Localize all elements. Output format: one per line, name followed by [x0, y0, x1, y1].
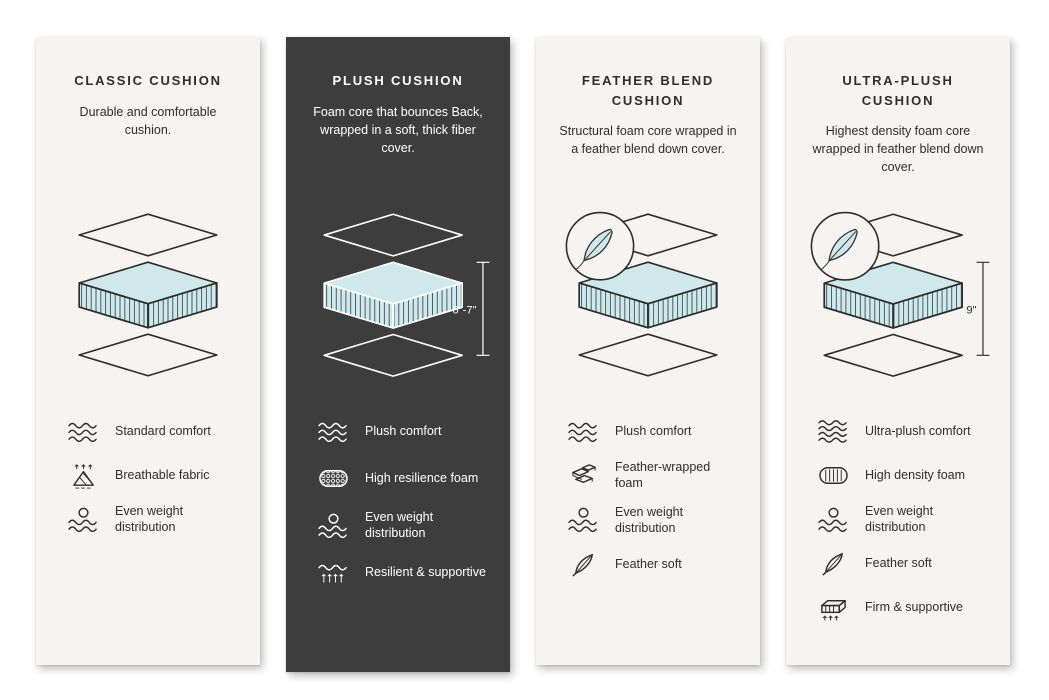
feature-row: Firm & supportive [816, 592, 992, 624]
feature-label: Even weight distribution [365, 510, 434, 541]
cushion-illustration [54, 183, 242, 409]
brick-foam-icon [566, 461, 602, 490]
feature-label: Plush comfort [365, 423, 442, 438]
feature-label: Ultra-plush comfort [865, 423, 971, 438]
card-description: Durable and comfortable cushion. [79, 104, 217, 137]
card-ultra-plush-cushion: ULTRA-PLUSH CUSHION Highest density foam… [786, 37, 1010, 665]
feature-label: Feather soft [615, 556, 682, 571]
feature-row: Even weight distribution [816, 503, 992, 536]
feature-label: Resilient & supportive [365, 565, 486, 580]
breathable-fabric-icon [66, 461, 102, 490]
features-list: Plush comfort High resilience foam Even … [304, 415, 492, 589]
card-classic-cushion: CLASSIC CUSHION Durable and comfortable … [36, 37, 260, 665]
cushion-layers-graphic: 9" [810, 211, 990, 377]
feature-label: Standard comfort [115, 423, 211, 438]
card-title: PLUSH CUSHION [332, 73, 464, 88]
features-list: Standard comfort Breathable fabric [54, 415, 242, 536]
feather-soft-icon [566, 550, 602, 579]
waves-comfort-icon [316, 417, 352, 446]
feature-label: Firm & supportive [865, 600, 963, 615]
feature-label: High density foam [865, 467, 966, 482]
cushion-layers-graphic: 6"-7" [323, 213, 490, 377]
feature-row: High density foam [816, 459, 992, 491]
card-title: FEATHER BLEND CUSHION [581, 73, 715, 108]
card-header: ULTRA-PLUSH CUSHION Highest density foam… [804, 71, 992, 183]
feature-row: Even weight distribution [316, 509, 492, 542]
height-bracket: 9" [966, 261, 990, 356]
even-weight-icon [316, 511, 352, 540]
card-header: PLUSH CUSHION Foam core that bounces Bac… [304, 71, 492, 183]
feature-label: Even weight distribution [615, 504, 684, 535]
even-weight-icon [66, 505, 102, 534]
card-description: Structural foam core wrapped in a feathe… [559, 124, 737, 157]
card-title: ULTRA-PLUSH CUSHION [842, 73, 954, 108]
features-list: Plush comfort Feather-wrapped foam [554, 415, 742, 580]
feather-soft-icon [816, 549, 852, 578]
cushion-layers-graphic [565, 212, 718, 377]
height-bracket: 6"-7" [452, 261, 490, 356]
card-description: Foam core that bounces Back, wrapped in … [313, 104, 483, 155]
spring-support-icon [316, 558, 352, 587]
cushion-illustration: 6"-7" [304, 183, 492, 409]
card-header: FEATHER BLEND CUSHION Structural foam co… [554, 71, 742, 183]
feature-row: Plush comfort [566, 415, 742, 447]
feature-label: Feather soft [865, 556, 932, 571]
card-description: Highest density foam core wrapped in fea… [812, 124, 984, 175]
cushion-layers-graphic [78, 213, 218, 377]
waves-dense-icon [816, 417, 852, 446]
card-header: CLASSIC CUSHION Durable and comfortable … [54, 71, 242, 183]
feature-label: Even weight distribution [865, 504, 934, 535]
feature-label: Feather-wrapped foam [615, 460, 711, 491]
feature-row: Standard comfort [66, 415, 242, 447]
firm-support-icon [816, 593, 852, 622]
feature-row: Even weight distribution [566, 504, 742, 537]
even-weight-icon [566, 505, 602, 534]
card-title: CLASSIC CUSHION [74, 73, 222, 88]
card-plush-cushion: PLUSH CUSHION Foam core that bounces Bac… [286, 37, 510, 672]
cushion-illustration: 9" [804, 183, 992, 409]
density-foam-icon [816, 461, 852, 490]
height-measurement-label: 6"-7" [452, 305, 476, 317]
feature-label: Plush comfort [615, 423, 692, 438]
feature-row: High resilience foam [316, 462, 492, 494]
features-list: Ultra-plush comfort High density foam Ev… [804, 415, 992, 624]
feature-label: Breathable fabric [115, 467, 210, 482]
feature-row: Breathable fabric [66, 459, 242, 491]
even-weight-icon [816, 505, 852, 534]
waves-comfort-icon [66, 417, 102, 446]
height-measurement-label: 9" [966, 305, 976, 317]
feature-row: Feather soft [816, 548, 992, 580]
feature-label: High resilience foam [365, 470, 479, 485]
card-feather-blend-cushion: FEATHER BLEND CUSHION Structural foam co… [536, 37, 760, 665]
waves-comfort-icon [566, 417, 602, 446]
feature-row: Feather-wrapped foam [566, 459, 742, 492]
feature-row: Resilient & supportive [316, 557, 492, 589]
cushion-illustration [554, 183, 742, 409]
feature-row: Feather soft [566, 548, 742, 580]
feather-badge-icon [565, 212, 635, 281]
feather-badge-icon [810, 211, 880, 281]
feature-row: Plush comfort [316, 415, 492, 447]
feature-row: Even weight distribution [66, 503, 242, 536]
feature-label: Even weight distribution [115, 504, 184, 535]
feature-row: Ultra-plush comfort [816, 415, 992, 447]
honeycomb-foam-icon [316, 464, 352, 493]
